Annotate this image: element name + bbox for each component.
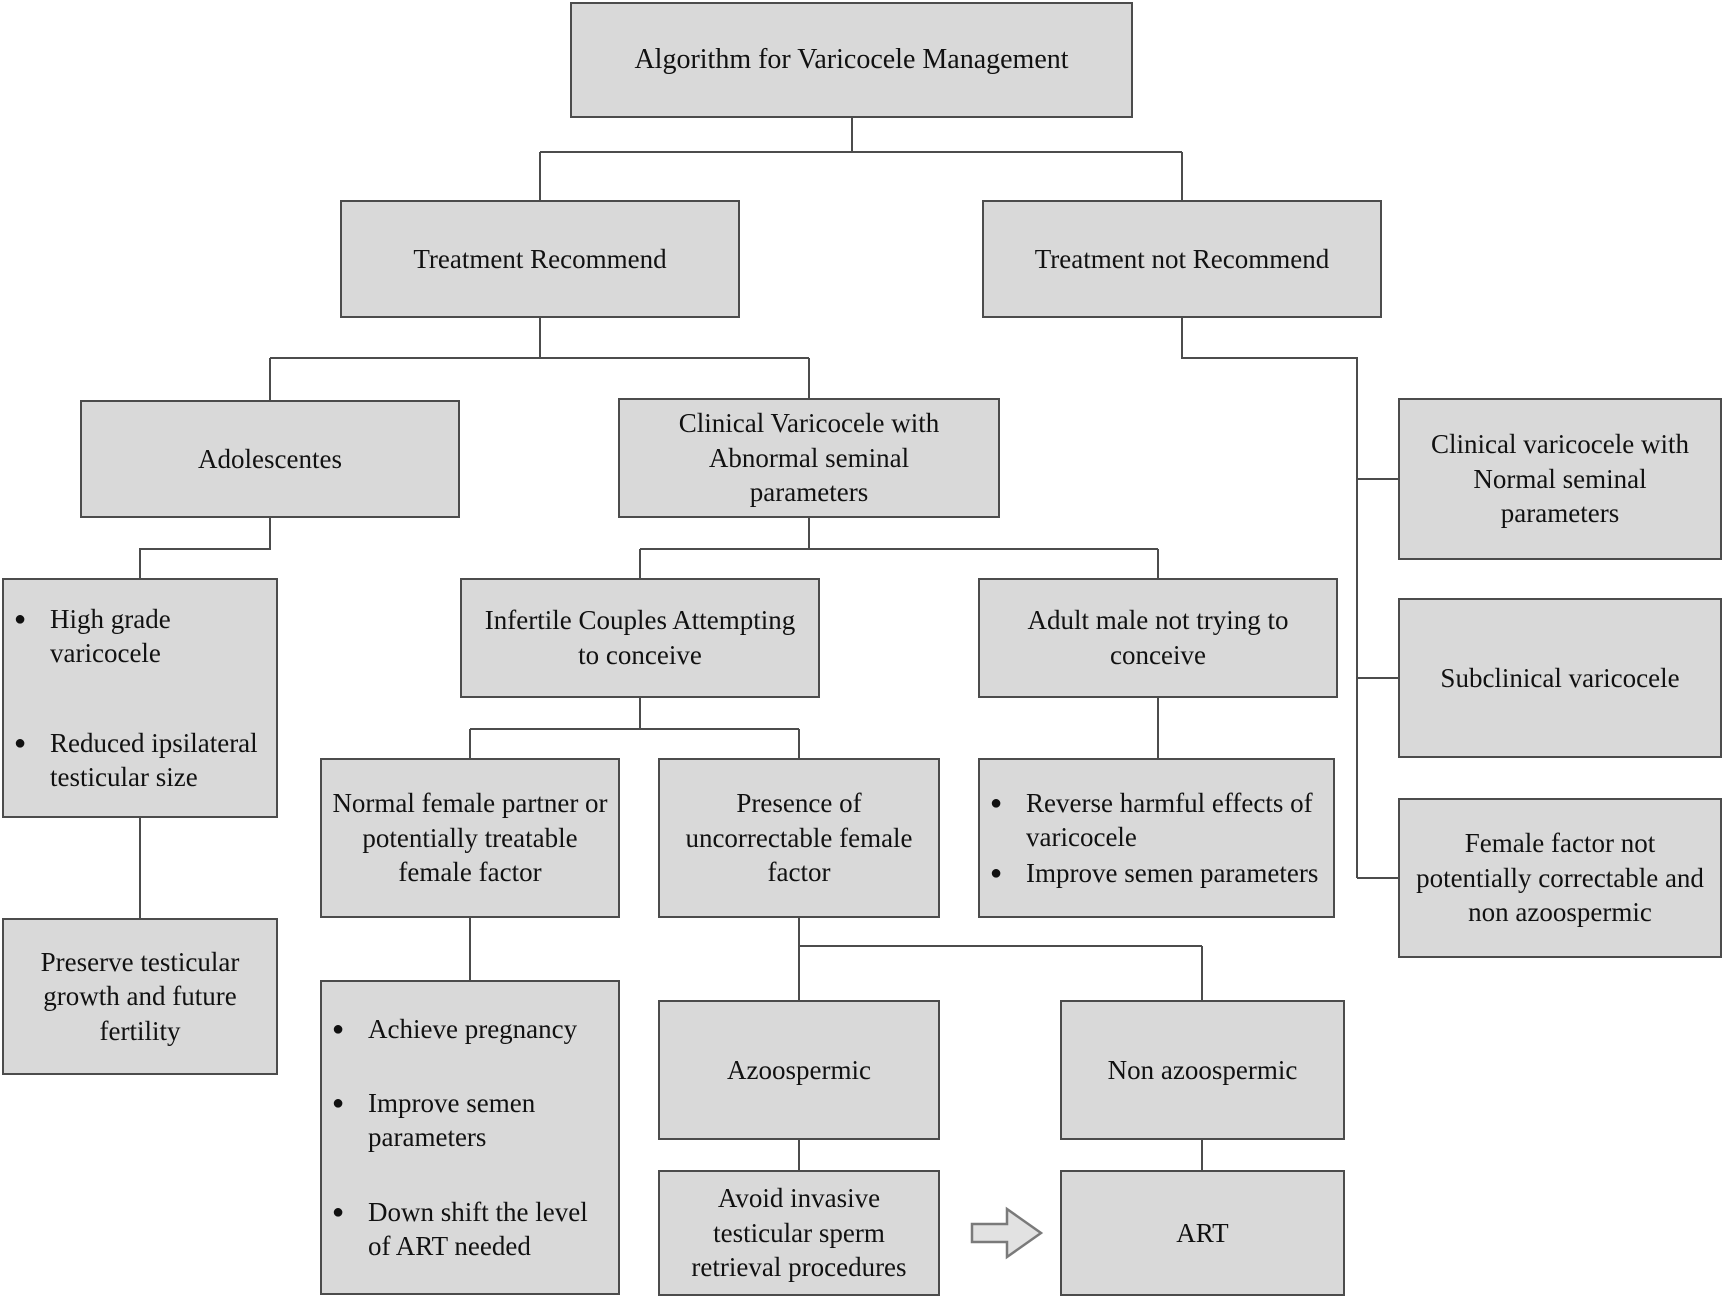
node-treatment-not-recommend: Treatment not Recommend — [982, 200, 1382, 318]
node-avoid-invasive: Avoid invasive testicular sperm retrieva… — [658, 1170, 940, 1296]
node-uncorrectable-female-factor: Presence of uncorrectable female factor — [658, 758, 940, 918]
bullet-text: High grade varicocele — [50, 603, 171, 668]
node-female-factor-not-correctable-label: Female factor not potentially correctabl… — [1416, 828, 1704, 928]
node-preserve-testicular: Preserve testicular growth and future fe… — [2, 918, 278, 1075]
node-treatment-not-recommend-label: Treatment not Recommend — [1034, 243, 1330, 274]
node-adult-male-goals: ● Reverse harmful effects of varicocele … — [978, 758, 1335, 918]
bullet-achieve-pregnancy: ● Achieve pregnancy — [322, 1012, 618, 1046]
bullet-reverse-harmful-effects: ● Reverse harmful effects of varicocele — [980, 786, 1333, 854]
bullet-improve-semen-parameters: ● Improve semen parameters — [322, 1086, 618, 1154]
node-art-label: ART — [1176, 1217, 1229, 1248]
bullet-dot-icon: ● — [990, 791, 1003, 814]
node-female-factor-not-correctable: Female factor not potentially correctabl… — [1398, 798, 1722, 958]
node-clinical-varicocele-normal: Clinical varicocele with Normal seminal … — [1398, 398, 1722, 560]
bullet-dot-icon: ● — [332, 1018, 345, 1041]
node-clinical-varicocele-abnormal-label: Clinical Varicocele with Abnormal semina… — [678, 408, 940, 508]
node-azoospermic: Azoospermic — [658, 1000, 940, 1140]
bullet-text: Down shift the level of ART needed — [368, 1196, 588, 1261]
bullet-reduced-ipsilateral-size: ● Reduced ipsilateral testicular size — [4, 726, 276, 794]
node-infertile-couples-label: Infertile Couples Attempting to conceive — [484, 605, 796, 670]
bullet-dot-icon: ● — [14, 732, 27, 754]
node-avoid-invasive-label: Avoid invasive testicular sperm retrieva… — [691, 1183, 907, 1283]
bullet-high-grade-varicocele: ● High grade varicocele — [4, 602, 276, 670]
bullet-dot-icon: ● — [332, 1092, 345, 1115]
node-normal-female-partner: Normal female partner or potentially tre… — [320, 758, 620, 918]
node-preserve-testicular-label: Preserve testicular growth and future fe… — [40, 946, 240, 1046]
node-treatment-recommend-label: Treatment Recommend — [413, 243, 667, 274]
bullet-text: Achieve pregnancy — [368, 1014, 578, 1045]
node-treatment-goals: ● Achieve pregnancy ● Improve semen para… — [320, 980, 620, 1295]
node-clinical-varicocele-abnormal: Clinical Varicocele with Abnormal semina… — [618, 398, 1000, 518]
node-treatment-recommend: Treatment Recommend — [340, 200, 740, 318]
node-subclinical-varicocele-label: Subclinical varicocele — [1440, 662, 1680, 693]
node-title: Algorithm for Varicocele Management — [570, 2, 1133, 118]
node-non-azoospermic-label: Non azoospermic — [1107, 1054, 1298, 1085]
right-block-arrow-icon — [970, 1206, 1044, 1260]
node-uncorrectable-female-factor-label: Presence of uncorrectable female factor — [685, 788, 913, 888]
node-clinical-varicocele-normal-label: Clinical varicocele with Normal seminal … — [1431, 429, 1689, 529]
node-subclinical-varicocele: Subclinical varicocele — [1398, 598, 1722, 758]
node-adult-male-not-trying: Adult male not trying to conceive — [978, 578, 1338, 698]
node-azoospermic-label: Azoospermic — [727, 1054, 871, 1085]
node-art: ART — [1060, 1170, 1345, 1296]
bullet-improve-semen-parameters: ● Improve semen parameters — [980, 856, 1333, 890]
node-non-azoospermic: Non azoospermic — [1060, 1000, 1345, 1140]
bullet-dot-icon: ● — [14, 607, 27, 630]
node-infertile-couples: Infertile Couples Attempting to conceive — [460, 578, 820, 698]
node-adolescentes-label: Adolescentes — [198, 443, 342, 474]
bullet-down-shift-art: ● Down shift the level of ART needed — [322, 1195, 618, 1263]
bullet-text: Improve semen parameters — [368, 1088, 536, 1153]
bullet-text: Improve semen parameters — [1026, 858, 1319, 888]
bullet-dot-icon: ● — [990, 862, 1003, 884]
node-adolescentes: Adolescentes — [80, 400, 460, 518]
node-title-label: Algorithm for Varicocele Management — [634, 44, 1069, 76]
node-adult-male-not-trying-label: Adult male not trying to conceive — [1027, 605, 1289, 670]
bullet-text: Reduced ipsilateral testicular size — [50, 728, 258, 793]
node-adolescent-indications: ● High grade varicocele ● Reduced ipsila… — [2, 578, 278, 818]
bullet-dot-icon: ● — [332, 1200, 345, 1223]
node-normal-female-partner-label: Normal female partner or potentially tre… — [332, 788, 608, 888]
bullet-text: Reverse harmful effects of varicocele — [1026, 787, 1313, 852]
